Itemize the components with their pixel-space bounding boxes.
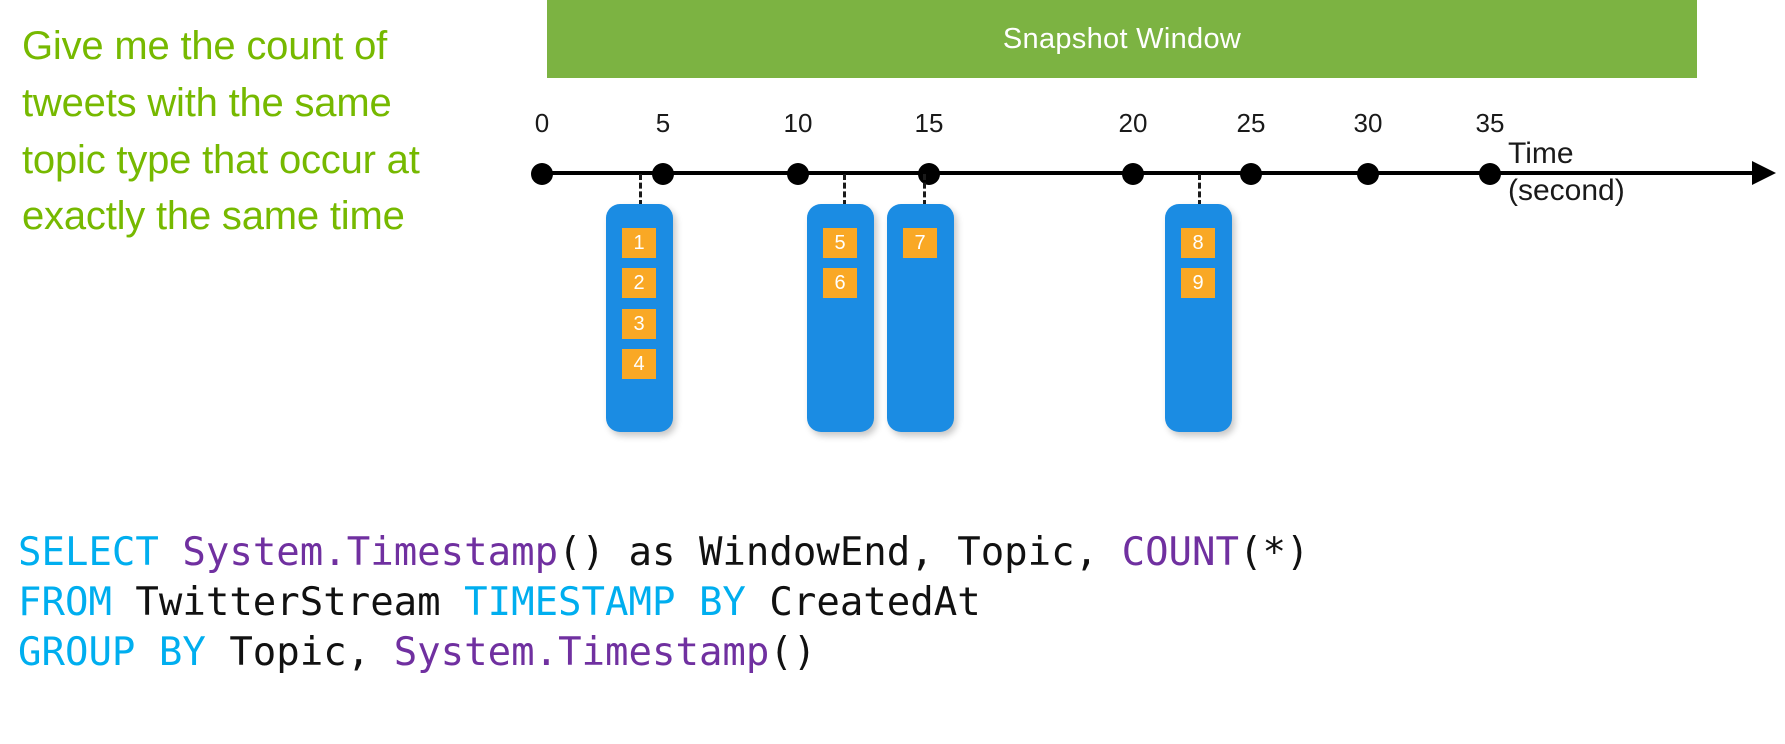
sql-token: () as WindowEnd, Topic, (558, 530, 1122, 575)
sql-token: Topic, (229, 629, 394, 675)
sql-line: SELECT System.Timestamp() as WindowEnd, … (18, 528, 1309, 578)
tick-dot-10 (787, 163, 809, 185)
sql-token: System.Timestamp (393, 629, 770, 675)
tick-label-25: 25 (1236, 108, 1266, 138)
event-tag[interactable]: 5 (823, 228, 857, 258)
sql-token: TIMESTAMP BY (464, 579, 770, 625)
event-tag[interactable]: 6 (823, 268, 857, 298)
tick-dot-20 (1122, 163, 1144, 185)
tick-label-20: 20 (1118, 108, 1148, 138)
tick-dot-30 (1357, 163, 1379, 185)
sql-line: FROM TwitterStream TIMESTAMP BY CreatedA… (18, 578, 1309, 628)
event-tag[interactable]: 4 (622, 349, 656, 379)
sql-query-block: SELECT System.Timestamp() as WindowEnd, … (18, 528, 1309, 678)
sql-token: COUNT (1121, 530, 1239, 575)
sql-token: () (769, 629, 817, 675)
snapshot-window-label: Snapshot Window (1002, 22, 1242, 55)
tick-label-5: 5 (655, 108, 671, 138)
event-tag[interactable]: 3 (622, 309, 656, 339)
sql-token: CreatedAt (769, 579, 981, 625)
tick-dot-35 (1479, 163, 1501, 185)
axis-line (542, 171, 1757, 175)
tick-label-0: 0 (534, 108, 550, 138)
drop-line-4 (1198, 174, 1201, 206)
event-tag[interactable]: 8 (1181, 228, 1215, 258)
event-group-box[interactable]: 1 2 3 4 (606, 204, 673, 432)
event-group-box[interactable]: 7 (887, 204, 954, 432)
sql-token: System.Timestamp (182, 530, 559, 575)
axis-title: Time (second) (1508, 137, 1625, 207)
tick-label-30: 30 (1353, 108, 1383, 138)
sql-token: (*) (1239, 530, 1310, 575)
event-tag[interactable]: 2 (622, 268, 656, 298)
event-tag[interactable]: 9 (1181, 268, 1215, 298)
sql-token: GROUP BY (18, 629, 230, 675)
event-tag[interactable]: 7 (903, 228, 937, 258)
drop-line-1 (639, 174, 642, 206)
axis-arrow-icon (1752, 161, 1776, 185)
sql-token: TwitterStream (135, 579, 465, 625)
tick-label-35: 35 (1475, 108, 1505, 138)
tick-dot-25 (1240, 163, 1262, 185)
tick-dot-0 (531, 163, 553, 185)
sql-token: SELECT (18, 530, 183, 575)
tick-label-15: 15 (914, 108, 944, 138)
sql-token: FROM (18, 579, 136, 625)
tick-dot-5 (652, 163, 674, 185)
prompt-text: Give me the count of tweets with the sam… (22, 24, 420, 239)
tick-label-10: 10 (783, 108, 813, 138)
snapshot-window-bar: Snapshot Window (547, 0, 1697, 78)
tick-dot-15 (918, 163, 940, 185)
sql-line: GROUP BY Topic, System.Timestamp() (18, 628, 1309, 678)
drop-line-3 (923, 174, 926, 206)
event-tag[interactable]: 1 (622, 228, 656, 258)
drop-line-2 (843, 174, 846, 206)
